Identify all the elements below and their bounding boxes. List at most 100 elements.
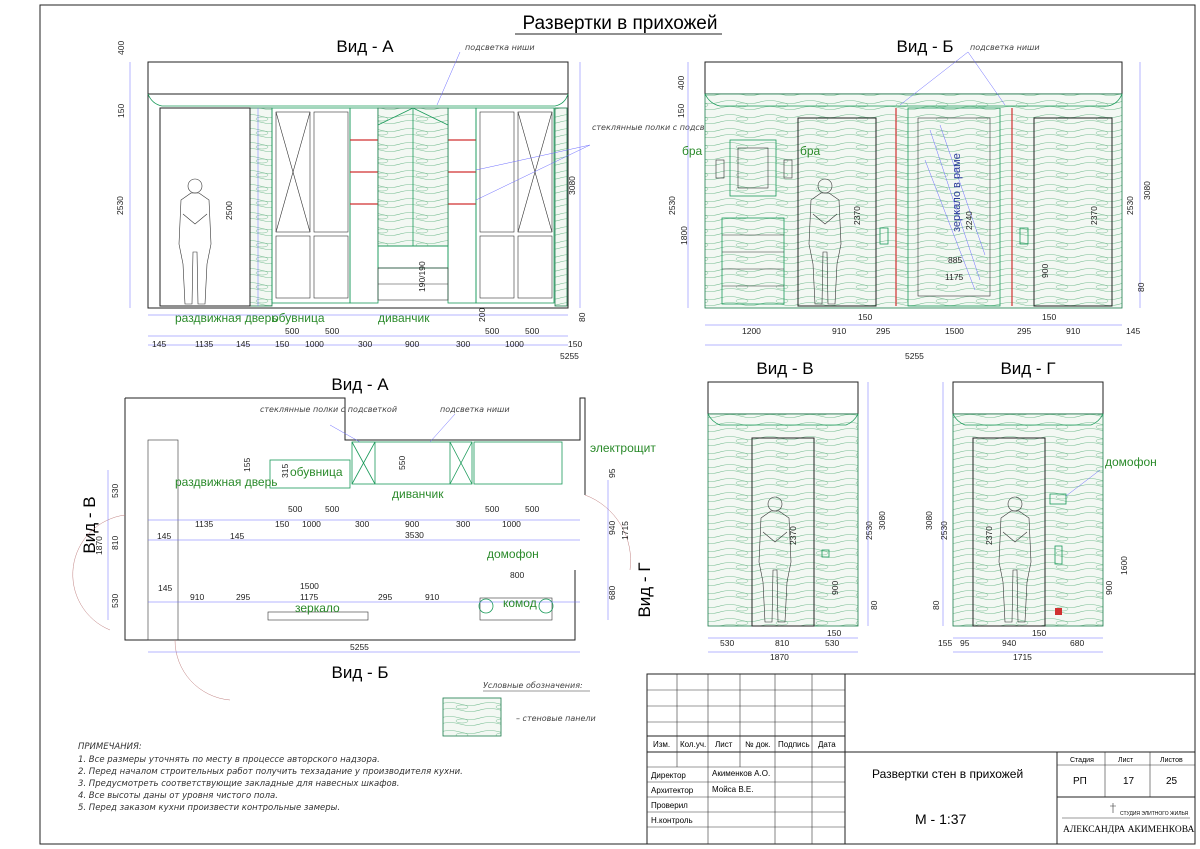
dim-b-1175: 1175	[945, 272, 964, 282]
svg-text:2530: 2530	[939, 521, 949, 540]
svg-text:500: 500	[525, 326, 539, 336]
svg-text:900: 900	[830, 581, 840, 595]
studio-logo: СТУДИЯ ЭЛИТНОГО ЖИЛЬЯ АЛЕКСАНДРА АКИМЕНК…	[1062, 803, 1194, 835]
label-niche-light-a: подсветка ниши	[465, 43, 535, 52]
svg-text:680: 680	[1070, 638, 1084, 648]
svg-text:1000: 1000	[505, 339, 524, 349]
svg-text:810: 810	[110, 536, 120, 550]
label-dresser-plan: комод	[503, 596, 537, 610]
svg-text:300: 300	[355, 519, 369, 529]
dim-b-2530: 2530	[1125, 196, 1135, 215]
svg-text:910: 910	[190, 592, 204, 602]
svg-text:530: 530	[110, 594, 120, 608]
svg-text:300: 300	[456, 519, 470, 529]
svg-text:910: 910	[1066, 326, 1080, 336]
label-intercom-plan: домофон	[487, 547, 539, 561]
svg-text:1000: 1000	[302, 519, 321, 529]
dim-b-80: 80	[1136, 282, 1146, 292]
svg-text:500: 500	[325, 504, 339, 514]
svg-text:1870: 1870	[94, 536, 104, 555]
svg-text:Изм.: Изм.	[653, 740, 670, 749]
dim-a-2500: 2500	[224, 201, 234, 220]
svg-text:680: 680	[607, 586, 617, 600]
svg-text:530: 530	[110, 484, 120, 498]
view-g-elevation: Вид - Г	[942, 359, 1104, 653]
svg-text:550: 550	[397, 456, 407, 470]
svg-text:295: 295	[378, 592, 392, 602]
notes: ПРИМЕЧАНИЯ: 1. Все размеры уточнять по м…	[78, 742, 463, 813]
svg-text:145: 145	[236, 339, 250, 349]
dim-b-400: 400	[676, 76, 686, 90]
svg-text:155: 155	[242, 458, 252, 472]
label-glass-shelves-plan: стеклянные полки с подсветкой	[260, 405, 397, 414]
plan-title-g: Вид - Г	[635, 562, 654, 617]
svg-text:95: 95	[960, 638, 970, 648]
svg-text:300: 300	[358, 339, 372, 349]
svg-text:Архитектор: Архитектор	[651, 786, 694, 795]
svg-text:АЛЕКСАНДРА АКИМЕНКОВА: АЛЕКСАНДРА АКИМЕНКОВА	[1063, 825, 1194, 835]
svg-text:2. Перед началом строительных: 2. Перед началом строительных работ полу…	[78, 767, 463, 777]
sheet-title: Развертки в прихожей	[523, 13, 718, 34]
dim-v-total: 1870	[770, 652, 789, 662]
label-sliding-door-a: раздвижная дверь	[175, 311, 278, 325]
svg-text:500: 500	[485, 326, 499, 336]
dim-a-2530: 2530	[115, 196, 125, 215]
svg-text:530: 530	[720, 638, 734, 648]
svg-text:145: 145	[1126, 326, 1140, 336]
title-block	[646, 673, 1196, 845]
scale: М - 1:37	[915, 811, 967, 827]
dim-g-total: 1715	[1013, 652, 1032, 662]
svg-text:155: 155	[938, 638, 952, 648]
dim-b-1800: 1800	[679, 226, 689, 245]
dim-b-2370-left: 2370	[852, 206, 862, 225]
svg-text:№ док.: № док.	[745, 740, 771, 749]
label-mirror-in-frame: зеркало в раме	[951, 153, 963, 232]
svg-text:145: 145	[158, 583, 172, 593]
dim-a-80: 80	[577, 312, 587, 322]
view-b-dim-row: 1200 910 295 1500 295 910 145	[742, 326, 1140, 336]
plan-dims: 1135 500 500 300 900 300 500 500 1000 14…	[94, 456, 630, 652]
dim-a-150: 150	[116, 104, 126, 118]
svg-text:Акименков А.О.: Акименков А.О.	[712, 769, 770, 778]
svg-text:1000: 1000	[305, 339, 324, 349]
dim-b-2240: 2240	[964, 211, 974, 230]
svg-text:1135: 1135	[195, 519, 214, 529]
dim-b-885: 885	[948, 255, 962, 265]
svg-text:900: 900	[1104, 581, 1114, 595]
svg-text:1600: 1600	[1119, 556, 1129, 575]
svg-text:3080: 3080	[877, 511, 887, 530]
label-glass-shelves-a: стеклянные полки с подсветкой	[592, 123, 729, 132]
floor-plan: Вид - А Вид - Б Вид - В Вид - Г	[72, 375, 654, 701]
label-electric-panel: электрощит	[590, 441, 656, 455]
svg-text:900: 900	[405, 339, 419, 349]
label-niche-light-b: подсветка ниши	[970, 43, 1040, 52]
dim-b-150-bot2: 150	[1042, 312, 1056, 322]
dim-b-2370-right: 2370	[1089, 206, 1099, 225]
dim-b-150-bot: 150	[858, 312, 872, 322]
dim-b-900: 900	[1040, 264, 1050, 278]
legend-wall-panel-swatch	[442, 697, 502, 737]
svg-text:2370: 2370	[984, 526, 994, 545]
dim-a-total: 5255	[560, 351, 579, 361]
svg-text:1135: 1135	[195, 339, 214, 349]
svg-text:145: 145	[157, 531, 171, 541]
label-sliding-door-plan: раздвижная дверь	[175, 475, 278, 489]
title-block-headers: Изм. Кол.уч. Лист № док. Подпись Дата	[653, 740, 836, 749]
sheets-value: 25	[1166, 776, 1178, 787]
dim-b-total: 5255	[905, 351, 924, 361]
svg-text:2530: 2530	[864, 521, 874, 540]
svg-text:Лист: Лист	[715, 740, 733, 749]
svg-text:500: 500	[285, 326, 299, 336]
svg-text:500: 500	[485, 504, 499, 514]
sheet-value: 17	[1123, 776, 1135, 787]
svg-text:1200: 1200	[742, 326, 761, 336]
label-sofa-a: диванчик	[378, 311, 430, 325]
svg-text:940: 940	[607, 521, 617, 535]
svg-text:910: 910	[832, 326, 846, 336]
dim-b-150-left: 150	[676, 104, 686, 118]
svg-text:145: 145	[230, 531, 244, 541]
sheets-label: Листов	[1160, 757, 1183, 764]
svg-text:315: 315	[280, 464, 290, 478]
